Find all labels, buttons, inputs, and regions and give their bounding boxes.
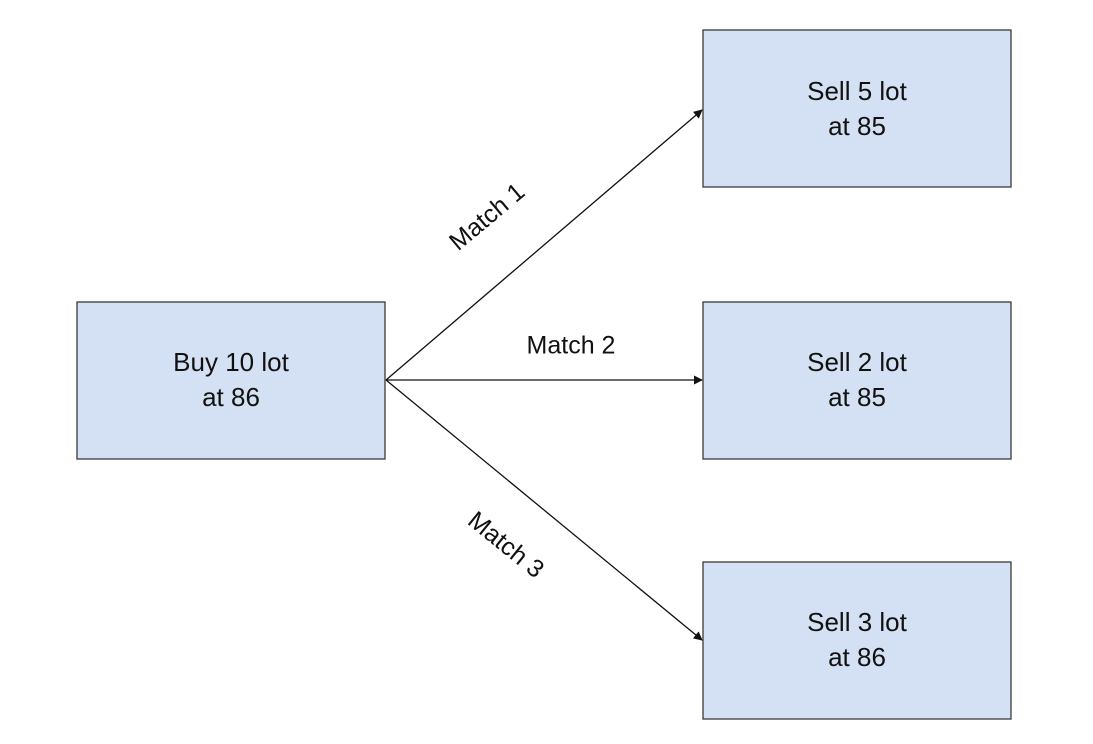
node-sell-order-2: Sell 2 lot at 85 — [702, 301, 1012, 460]
node-sell3-box — [702, 561, 1012, 720]
node-buy-line1: Buy 10 lot — [173, 347, 289, 377]
node-sell3-line2: at 86 — [828, 642, 886, 672]
node-buy-line2: at 86 — [202, 382, 260, 412]
node-sell-order-3: Sell 3 lot at 86 — [702, 561, 1012, 720]
node-sell1-box — [702, 29, 1012, 188]
edge-match-2: Match 2 — [386, 332, 703, 385]
edge-line-match-3 — [385, 379, 703, 641]
node-sell2-line1: Sell 2 lot — [807, 347, 907, 377]
edge-label-match-2: Match 2 — [527, 332, 616, 360]
node-sell1-line2: at 85 — [828, 111, 886, 141]
node-sell2-line2: at 85 — [828, 382, 886, 412]
edge-line-match-1 — [385, 109, 703, 381]
edge-label-match-3: Match 3 — [463, 506, 550, 584]
node-sell-order-1: Sell 5 lot at 85 — [702, 29, 1012, 188]
node-buy-box — [76, 301, 386, 460]
edge-match-3: Match 3 — [385, 379, 703, 641]
node-sell2-box — [702, 301, 1012, 460]
edge-label-match-1: Match 1 — [444, 178, 530, 257]
node-buy-order: Buy 10 lot at 86 — [76, 301, 386, 460]
node-sell1-line1: Sell 5 lot — [807, 76, 907, 106]
node-sell3-line1: Sell 3 lot — [807, 607, 907, 637]
